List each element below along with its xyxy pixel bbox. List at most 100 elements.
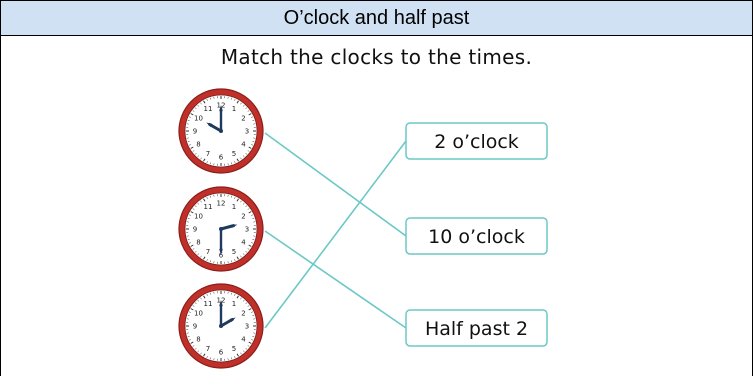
clock-tick	[240, 102, 242, 105]
clock-tick	[206, 196, 208, 199]
time-option[interactable]: 2 o’clock	[405, 122, 548, 160]
clock-tick	[203, 158, 206, 162]
clock-tick	[230, 357, 233, 360]
clock-tick	[252, 314, 255, 317]
clock-tick	[206, 293, 208, 296]
clock-tick	[240, 255, 242, 258]
hand-tip	[219, 248, 223, 255]
clock-tick	[245, 152, 248, 155]
clock-tick	[194, 107, 197, 110]
clock-tick	[247, 150, 250, 152]
clock-tick	[247, 208, 250, 210]
clock-tick	[188, 116, 191, 118]
clock-numeral: 1	[232, 300, 236, 308]
clock-tick	[236, 353, 239, 357]
page-title: O’clock and half past	[1, 1, 752, 36]
clock-tick	[188, 242, 191, 244]
clock-tick	[240, 352, 242, 355]
clock-tick	[252, 140, 255, 143]
clock-numeral: 8	[196, 239, 200, 247]
clock-tick	[242, 104, 245, 107]
clock-numeral: 6	[219, 349, 224, 357]
clock-tick	[234, 356, 236, 359]
hand-tip	[231, 224, 238, 228]
time-option[interactable]: Half past 2	[405, 309, 548, 347]
clock-tick	[245, 347, 248, 350]
clock-numeral: 10	[194, 115, 203, 123]
clock-tick	[247, 248, 250, 250]
match-line	[264, 132, 407, 237]
clock-numeral: 6	[219, 252, 224, 260]
clock-tick	[194, 347, 197, 350]
time-option[interactable]: 10 o’clock	[405, 217, 548, 255]
clock-tick	[230, 195, 233, 198]
clock-tick	[203, 198, 206, 202]
clock-tick	[251, 242, 254, 244]
clock-numeral: 11	[204, 300, 213, 308]
clock-tick	[187, 217, 190, 220]
clock-tick	[248, 244, 252, 247]
clock-numeral: 4	[241, 336, 246, 344]
clock-tick	[190, 146, 194, 149]
clock-numeral: 7	[206, 345, 210, 353]
clock-tick	[251, 116, 254, 118]
clock-numeral: 7	[206, 248, 210, 256]
clock-tick	[197, 202, 200, 205]
clock-tick	[194, 302, 197, 305]
clock-tick	[236, 100, 239, 104]
clock-tick	[248, 146, 252, 149]
time-option-box	[405, 122, 548, 160]
clock-tick	[197, 253, 200, 256]
clock-numeral: 3	[245, 226, 249, 234]
clock-tick	[197, 155, 200, 158]
hand-tip	[219, 105, 223, 112]
clock-numeral: 5	[232, 345, 236, 353]
clock-tick	[245, 205, 248, 208]
clock-numeral: 2	[241, 310, 245, 318]
match-line	[264, 230, 407, 329]
clock-tick	[248, 341, 252, 344]
clock-tick	[200, 352, 202, 355]
clock-tick	[245, 107, 248, 110]
clock-tick	[240, 200, 242, 203]
clock-tick	[197, 350, 200, 353]
clock-tick	[187, 119, 190, 122]
clock-numeral: 2	[241, 213, 245, 221]
time-option-box	[405, 217, 548, 255]
clock-numeral: 1	[232, 203, 236, 211]
clock-numeral: 9	[193, 226, 197, 234]
clock-tick	[248, 308, 252, 311]
time-option-label: 10 o’clock	[428, 226, 525, 248]
clock-numeral: 1	[232, 105, 236, 113]
clock-tick	[230, 292, 233, 295]
clock-tick	[252, 217, 255, 220]
clock-tick	[194, 205, 197, 208]
clock-tick	[209, 357, 212, 360]
clock-tick	[248, 211, 252, 214]
clock-tick	[206, 356, 208, 359]
clock-tick	[187, 314, 190, 317]
time-option-label: 2 o’clock	[434, 131, 519, 153]
clock-tick	[240, 297, 242, 300]
clock-tick	[209, 162, 212, 165]
clock-tick	[236, 256, 239, 260]
clock-tick	[230, 260, 233, 263]
clock-tick	[251, 339, 254, 341]
clock-numeral: 5	[232, 248, 236, 256]
clock-numeral: 10	[194, 213, 203, 221]
clock-numeral: 3	[245, 323, 249, 331]
clock-numeral: 9	[193, 323, 197, 331]
clock-numeral: 2	[241, 115, 245, 123]
clock-numeral: 11	[204, 105, 213, 113]
clock-tick	[247, 305, 250, 307]
clock-tick	[194, 152, 197, 155]
clock-tick	[252, 119, 255, 122]
clock-center	[219, 227, 223, 231]
clock-tick	[192, 208, 195, 210]
clock-tick	[200, 255, 202, 258]
clock-tick	[192, 248, 195, 250]
